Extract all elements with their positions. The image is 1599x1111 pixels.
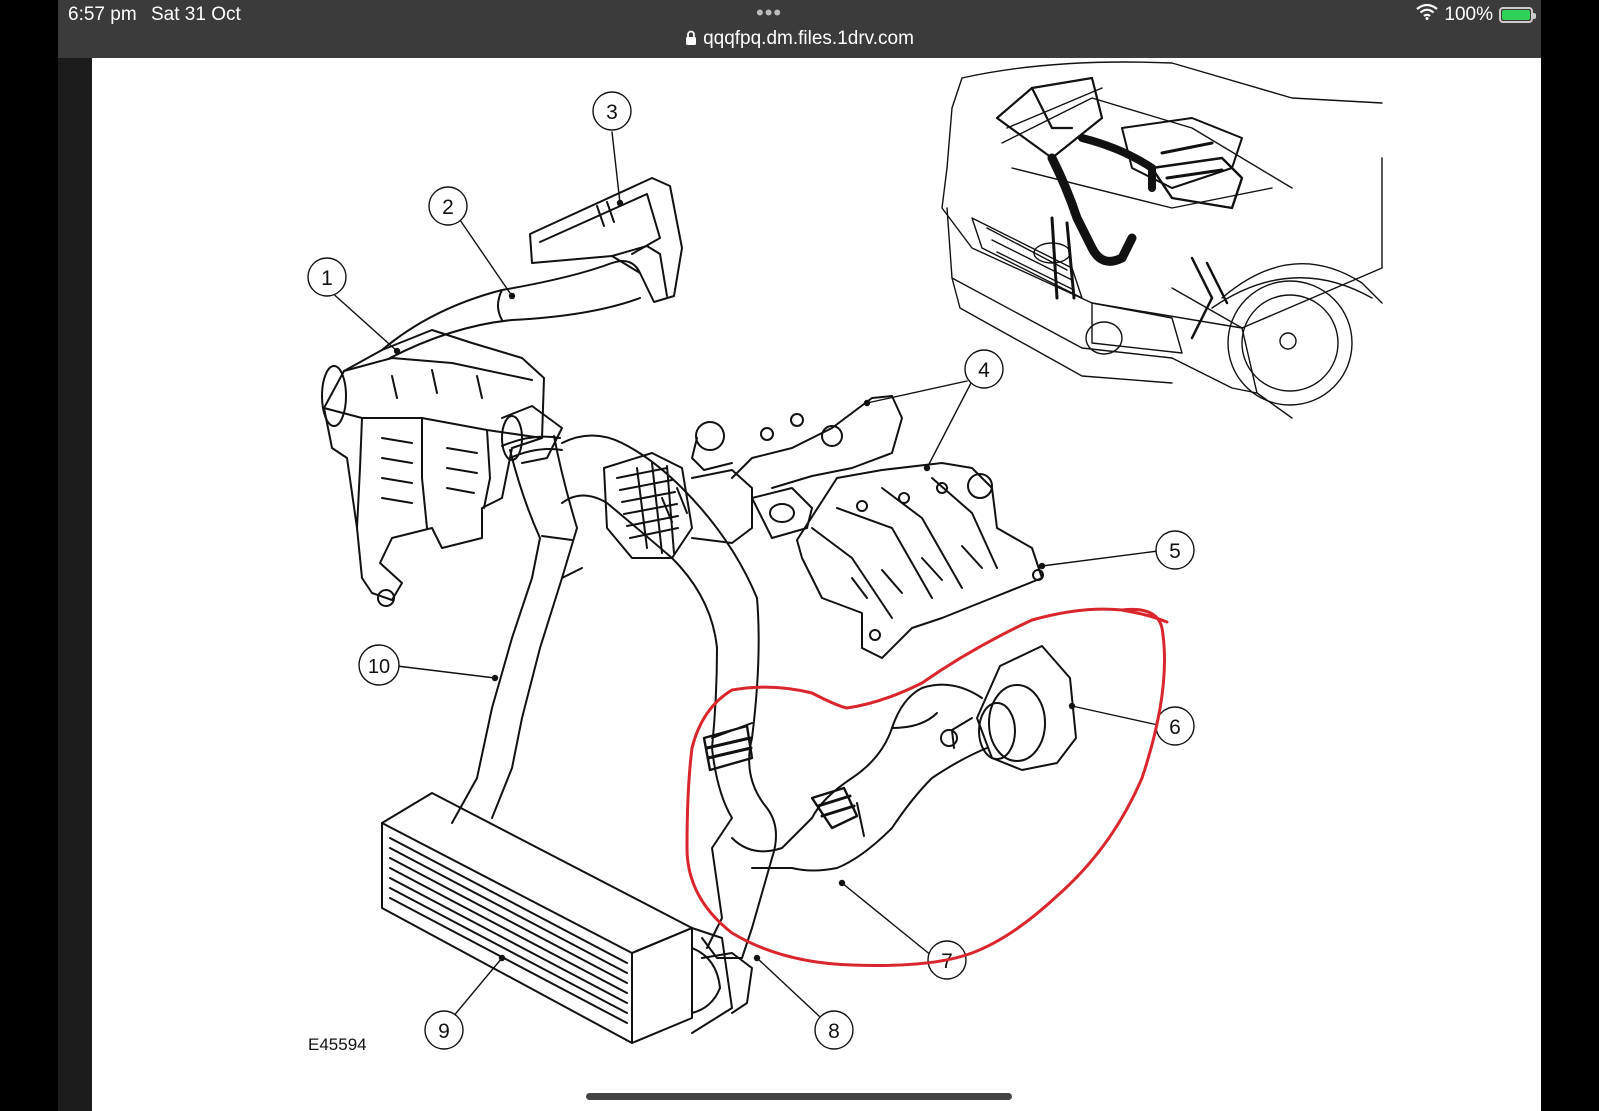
status-right: 100% bbox=[1416, 3, 1536, 26]
callout-8: 8 bbox=[814, 1010, 854, 1050]
part-10-duct bbox=[451, 435, 583, 824]
callout-10: 10 bbox=[358, 644, 400, 686]
callout-6: 6 bbox=[1155, 706, 1195, 746]
callout-5-label: 5 bbox=[1169, 540, 1181, 563]
callout-6-label: 6 bbox=[1169, 716, 1181, 739]
home-indicator[interactable] bbox=[586, 1093, 1012, 1100]
status-time: 6:57 pm bbox=[68, 4, 137, 25]
diagram-page: 1 2 3 4 5 6 7 bbox=[92, 58, 1541, 1111]
callout-3-label: 3 bbox=[606, 101, 618, 124]
callout-2: 2 bbox=[428, 186, 468, 226]
address-bar[interactable]: qqqfpq.dm.files.1drv.com bbox=[58, 28, 1541, 52]
callout-3: 3 bbox=[592, 91, 632, 131]
part-9-intercooler bbox=[381, 792, 753, 1044]
part-8-hose bbox=[561, 434, 777, 959]
callout-9: 9 bbox=[424, 1010, 464, 1050]
callout-1-label: 1 bbox=[321, 267, 333, 290]
battery-icon bbox=[1499, 7, 1536, 23]
intake-diagram: 1 2 3 4 5 6 7 bbox=[307, 61, 1383, 1054]
lock-icon bbox=[685, 30, 697, 52]
callout-8-label: 8 bbox=[828, 1020, 840, 1043]
callout-7-label: 7 bbox=[941, 950, 953, 973]
callout-9-label: 9 bbox=[438, 1020, 450, 1043]
wifi-icon bbox=[1416, 3, 1439, 26]
battery-percent: 100% bbox=[1444, 4, 1493, 25]
part-3-snorkel bbox=[529, 177, 683, 303]
callout-4-label: 4 bbox=[978, 359, 990, 382]
vehicle-inset bbox=[941, 61, 1383, 419]
intake-assembly bbox=[321, 177, 1077, 1044]
status-date: Sat 31 Oct bbox=[151, 4, 241, 25]
status-bar: 6:57 pm Sat 31 Oct ••• qqqfpq.dm.files.1… bbox=[58, 0, 1541, 58]
part-7-hose bbox=[731, 683, 988, 872]
callout-4: 4 bbox=[964, 349, 1004, 389]
callout-2-label: 2 bbox=[442, 196, 454, 219]
callout-10-label: 10 bbox=[368, 656, 390, 678]
left-gutter bbox=[58, 58, 92, 1111]
callout-5: 5 bbox=[1155, 530, 1195, 570]
more-dots-icon[interactable]: ••• bbox=[756, 0, 783, 25]
part-2-duct bbox=[381, 260, 641, 359]
part-6-turbo bbox=[940, 645, 1077, 771]
highlight-annotation bbox=[685, 607, 1169, 967]
part-1-air-cleaner bbox=[321, 329, 563, 607]
part-5-manifold bbox=[796, 462, 1044, 659]
part-4-throttle bbox=[603, 395, 903, 559]
callout-1: 1 bbox=[307, 257, 347, 297]
url-text: qqqfpq.dm.files.1drv.com bbox=[703, 28, 914, 49]
figure-id: E45594 bbox=[308, 1035, 367, 1054]
